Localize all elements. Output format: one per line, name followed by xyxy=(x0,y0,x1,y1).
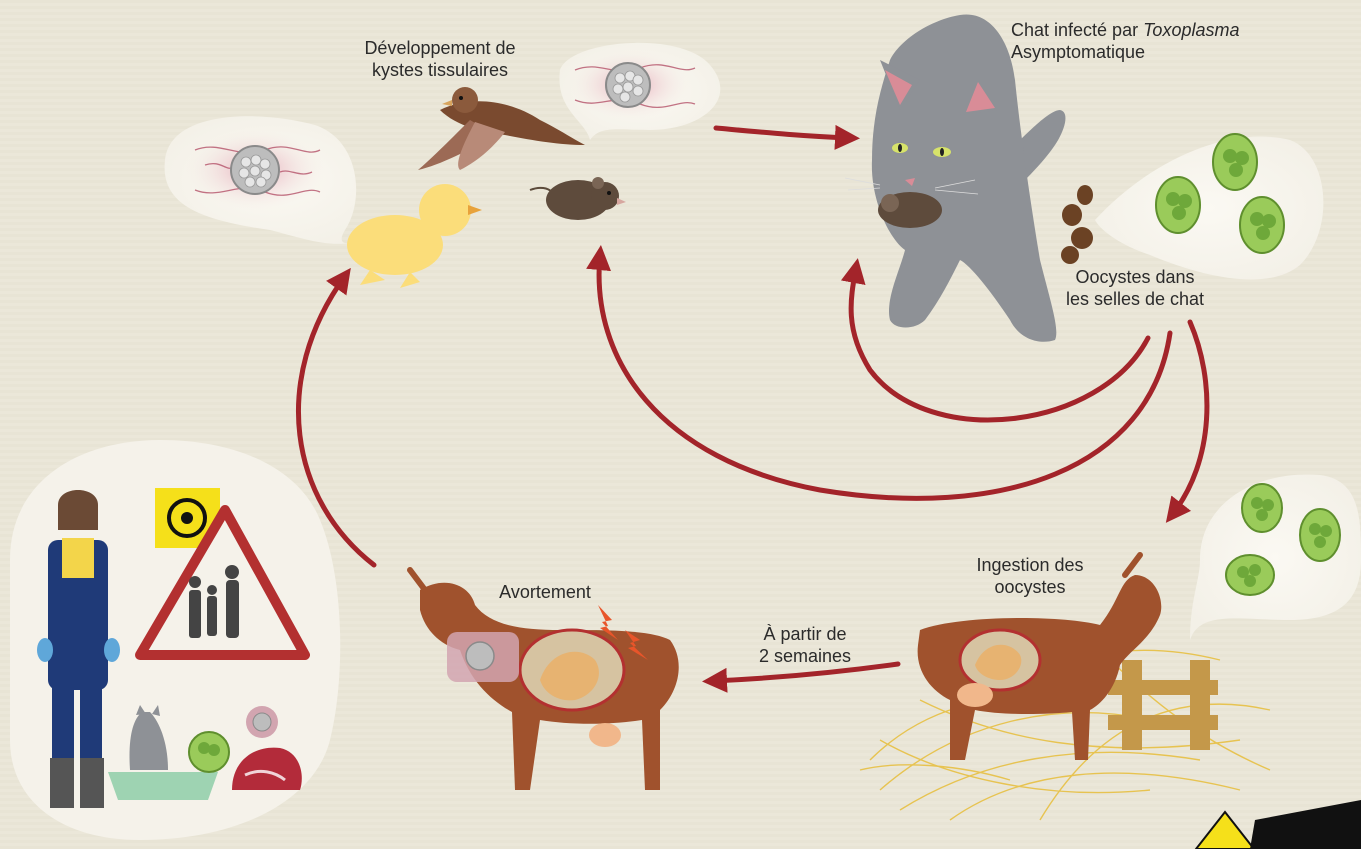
oocyst-bubble-bottom xyxy=(1190,474,1361,640)
arrow-feces-to-goat xyxy=(1172,322,1207,515)
risk-group-bubble xyxy=(10,440,340,840)
arrow-prey-to-cat xyxy=(716,128,850,138)
feeder-rack xyxy=(1108,660,1218,750)
gray-cat xyxy=(845,14,1065,341)
label-abortion: Avortement xyxy=(480,581,610,603)
chick xyxy=(347,184,482,288)
oocyst-small xyxy=(189,732,229,772)
oocyst-bubble-top xyxy=(1095,134,1323,279)
label-infected-cat: Chat infecté par Toxoplasma Asymptomatiq… xyxy=(1011,19,1239,63)
placenta-cyst xyxy=(447,632,519,682)
mouse xyxy=(530,177,626,220)
sparrow xyxy=(418,87,585,170)
mouse-cyst-bubble xyxy=(559,43,720,140)
caution-icon xyxy=(1196,800,1361,849)
label-cyst-development: Développement de kystes tissulaires xyxy=(340,37,540,81)
goat-left xyxy=(410,570,679,790)
label-ingestion: Ingestion des oocystes xyxy=(955,554,1105,598)
cat-feces xyxy=(1061,185,1093,264)
label-oocysts-feces: Oocystes dans les selles de chat xyxy=(1050,266,1220,310)
toxoplasma-name: Toxoplasma xyxy=(1143,20,1239,40)
chick-cyst-bubble xyxy=(165,116,380,244)
label-delay: À partir de 2 semaines xyxy=(735,623,875,667)
